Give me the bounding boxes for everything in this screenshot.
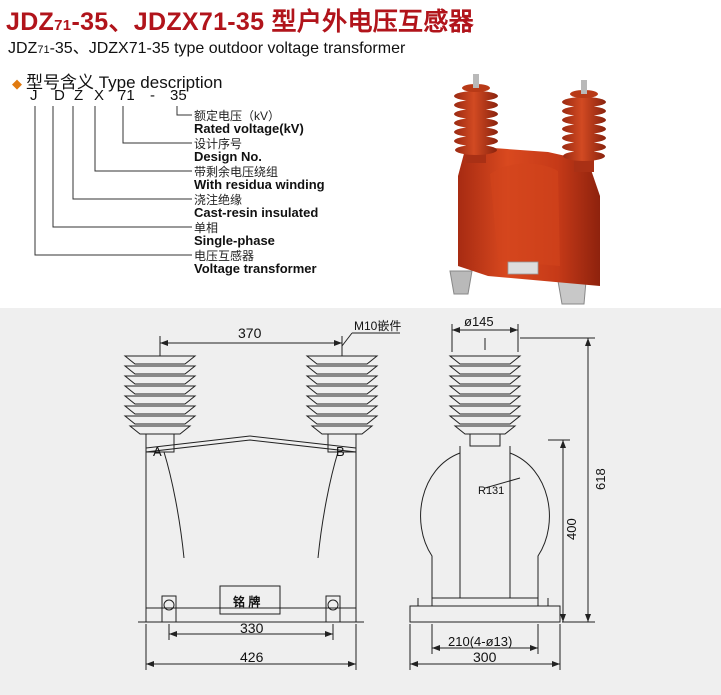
side-radius-label: R131 [478, 485, 504, 497]
legend-en-residual-winding: With residua winding [194, 177, 325, 192]
title-en-main: JDZ [8, 40, 38, 57]
page-title: JDZ71-35、JDZX71-35 型户外电压互感器 [6, 2, 474, 38]
model-code-letter: J [30, 87, 38, 104]
side-bushing [448, 338, 522, 447]
legend-cn-residual-winding: 带剩余电压绕组 [194, 165, 279, 179]
product-photo [449, 74, 606, 305]
model-code-letter: - [150, 87, 155, 104]
model-code-letter: Z [74, 87, 84, 104]
legend-cn-cast-resin: 浇注绝缘 [194, 193, 243, 207]
nameplate-label: 铭 牌 [233, 594, 260, 609]
side-dim-mount: 210(4-ø13) [448, 634, 512, 649]
legend-cn-design-no: 设计序号 [194, 137, 243, 151]
model-code-letter: D [54, 87, 65, 104]
type-description-label: 型号含义 Type description [26, 73, 223, 92]
title-en-sub: 71 [37, 44, 50, 56]
legend-en-voltage-transformer: Voltage transformer [194, 261, 317, 276]
title-cn-main: JDZ [6, 8, 55, 36]
side-dim-total-height: 618 [593, 468, 608, 490]
technical-drawing: 370 M10嵌件 A B 铭 牌 330 426 ø145 R131 210(… [0, 308, 721, 695]
legend-en-single-phase: Single-phase [194, 233, 275, 248]
front-fastener-label: M10嵌件 [354, 319, 401, 333]
legend-cn-voltage-transformer: 电压互感器 [194, 249, 255, 263]
legend-en-cast-resin: Cast-resin insulated [194, 205, 319, 220]
side-dim-body-height: 400 [564, 518, 579, 540]
side-dim-base: 300 [473, 649, 497, 665]
front-left-bushing [123, 341, 197, 453]
model-code-letter: 35 [170, 87, 187, 104]
model-code-letter: X [94, 87, 105, 104]
front-dim-mount: 330 [240, 620, 264, 636]
front-dim-base: 426 [240, 649, 264, 665]
title-cn-sub: 71 [54, 17, 72, 34]
front-right-bushing [305, 341, 379, 453]
title-en-rest: -35、JDZX71-35 type outdoor voltage trans… [49, 40, 406, 57]
model-code-letter: 71 [118, 87, 135, 104]
legend-en-rated-voltage: Rated voltage(kV) [194, 121, 304, 136]
front-body-outline [145, 439, 357, 609]
type-description-heading: ◆ 型号含义 Type description [12, 68, 223, 93]
legend-cn-single-phase: 单相 [194, 221, 219, 235]
drawing-svg: 370 M10嵌件 A B 铭 牌 330 426 ø145 R131 210(… [123, 314, 608, 670]
legend-en-design-no: Design No. [194, 149, 262, 164]
diamond-bullet-icon: ◆ [12, 76, 22, 91]
model-code-leader-lines [34, 106, 192, 256]
side-body-outline [420, 446, 550, 599]
front-dim-top: 370 [238, 325, 262, 341]
terminal-b-label: B [336, 444, 345, 459]
terminal-a-label: A [153, 444, 162, 459]
title-cn-rest: -35、JDZX71-35 型户外电压互感器 [71, 8, 474, 36]
legend-cn-rated-voltage: 额定电压（kV） [194, 109, 281, 123]
page-subtitle: JDZ71-35、JDZX71-35 type outdoor voltage … [8, 34, 405, 58]
side-dim-top: ø145 [464, 314, 494, 329]
